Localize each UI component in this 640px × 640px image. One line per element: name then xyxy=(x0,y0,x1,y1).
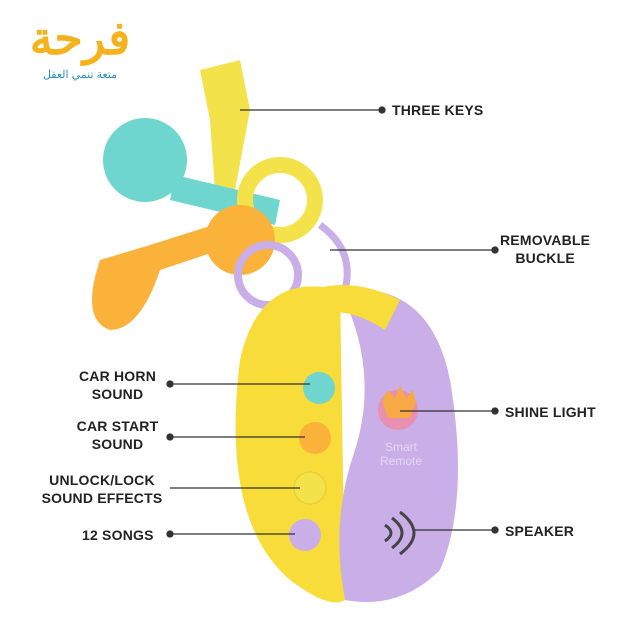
remote-purple-half xyxy=(339,289,458,602)
songs-button xyxy=(289,519,321,551)
yellow-ring xyxy=(237,157,323,243)
product-print: Smart Remote xyxy=(379,440,423,468)
teal-key-head xyxy=(103,118,187,202)
speaker-icon xyxy=(384,510,416,556)
horn-button xyxy=(303,372,335,404)
logo-title: فرحة xyxy=(29,12,131,64)
label-songs: 12 SONGS xyxy=(82,527,154,543)
label-shine-light: SHINE LIGHT xyxy=(505,404,596,420)
label-speaker: SPEAKER xyxy=(505,523,575,539)
yellow-key xyxy=(200,60,250,190)
label-three-keys: THREE KEYS xyxy=(392,102,484,118)
brand-logo: فرحة متعة تنمي العقل xyxy=(10,8,150,81)
remote-yellow-half xyxy=(235,286,345,603)
start-button xyxy=(299,422,331,454)
crown-light-icon xyxy=(382,385,416,418)
logo-tagline: متعة تنمي العقل xyxy=(42,69,118,81)
